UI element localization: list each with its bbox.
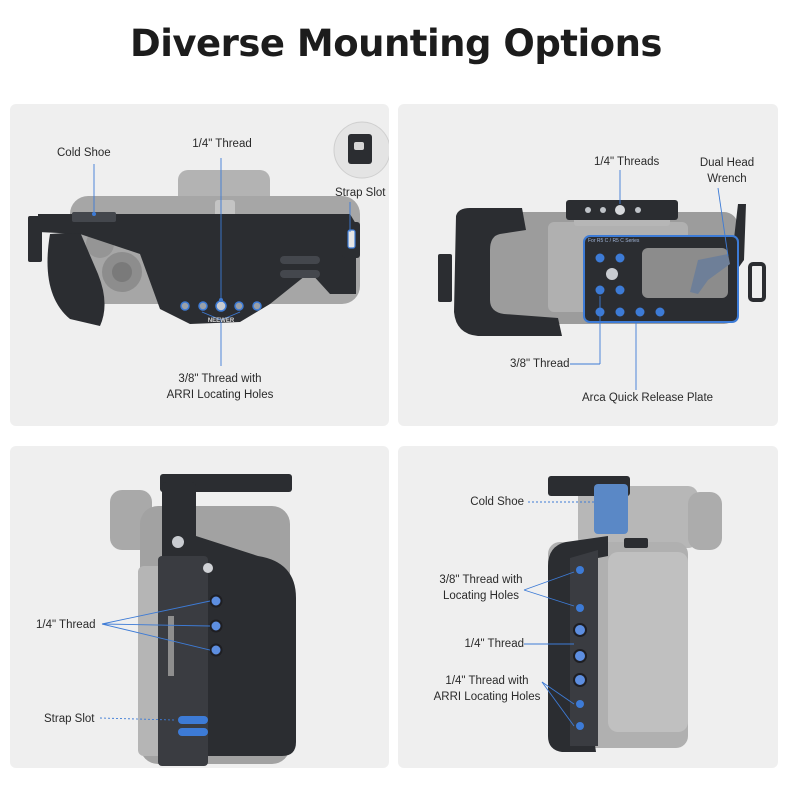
label-38-thread-line1: 3/8" Thread with [178, 373, 262, 385]
page-title: Diverse Mounting Options [130, 22, 662, 65]
label-38-thread-line2: ARRI Locating Holes [166, 389, 274, 401]
label-arri-thread-line1: 1/4" Thread with [445, 675, 529, 687]
logo-neewer: NEEWER [207, 318, 235, 324]
label-cold-shoe: Cold Shoe [57, 147, 111, 159]
label-strap-slot: Strap Slot [335, 187, 386, 199]
label-arri-thread-line2: ARRI Locating Holes [433, 691, 541, 703]
panel-right-side-view: Cold Shoe 3/8" Thread with Locating Hole… [398, 446, 778, 768]
label-quarter-threads: 1/4" Threads [594, 156, 660, 168]
label-38-thread-line2: Locating Holes [442, 590, 520, 602]
cage-bottom-view-illustration [438, 170, 766, 390]
label-38-thread: 3/8" Thread [510, 358, 570, 370]
label-strap-slot: Strap Slot [44, 713, 95, 725]
label-arca-plate: Arca Quick Release Plate [582, 392, 714, 404]
label-quarter-thread: 1/4" Thread [192, 138, 252, 150]
plate-engraving: For R5 C / R5 C Series [588, 238, 640, 244]
label-quarter-thread: 1/4" Thread [36, 619, 96, 631]
label-wrench-line2: Wrench [707, 173, 747, 185]
cage-left-side-illustration [99, 474, 296, 766]
panel-left-side-view: 1/4" Thread Strap Slot [10, 446, 389, 768]
label-wrench-line1: Dual Head [699, 157, 755, 169]
panel-bottom-view: 1/4" Threads Dual Head Wrench 3/8" Threa… [398, 104, 778, 426]
cage-right-side-illustration [523, 476, 722, 752]
label-38-thread-line1: 3/8" Thread with [439, 574, 523, 586]
label-quarter-thread: 1/4" Thread [464, 638, 525, 650]
panel-top-view: Cold Shoe 1/4" Thread Strap Slot 3/8" Th… [10, 104, 389, 426]
label-cold-shoe: Cold Shoe [470, 496, 524, 508]
cage-top-view-illustration [28, 121, 389, 366]
